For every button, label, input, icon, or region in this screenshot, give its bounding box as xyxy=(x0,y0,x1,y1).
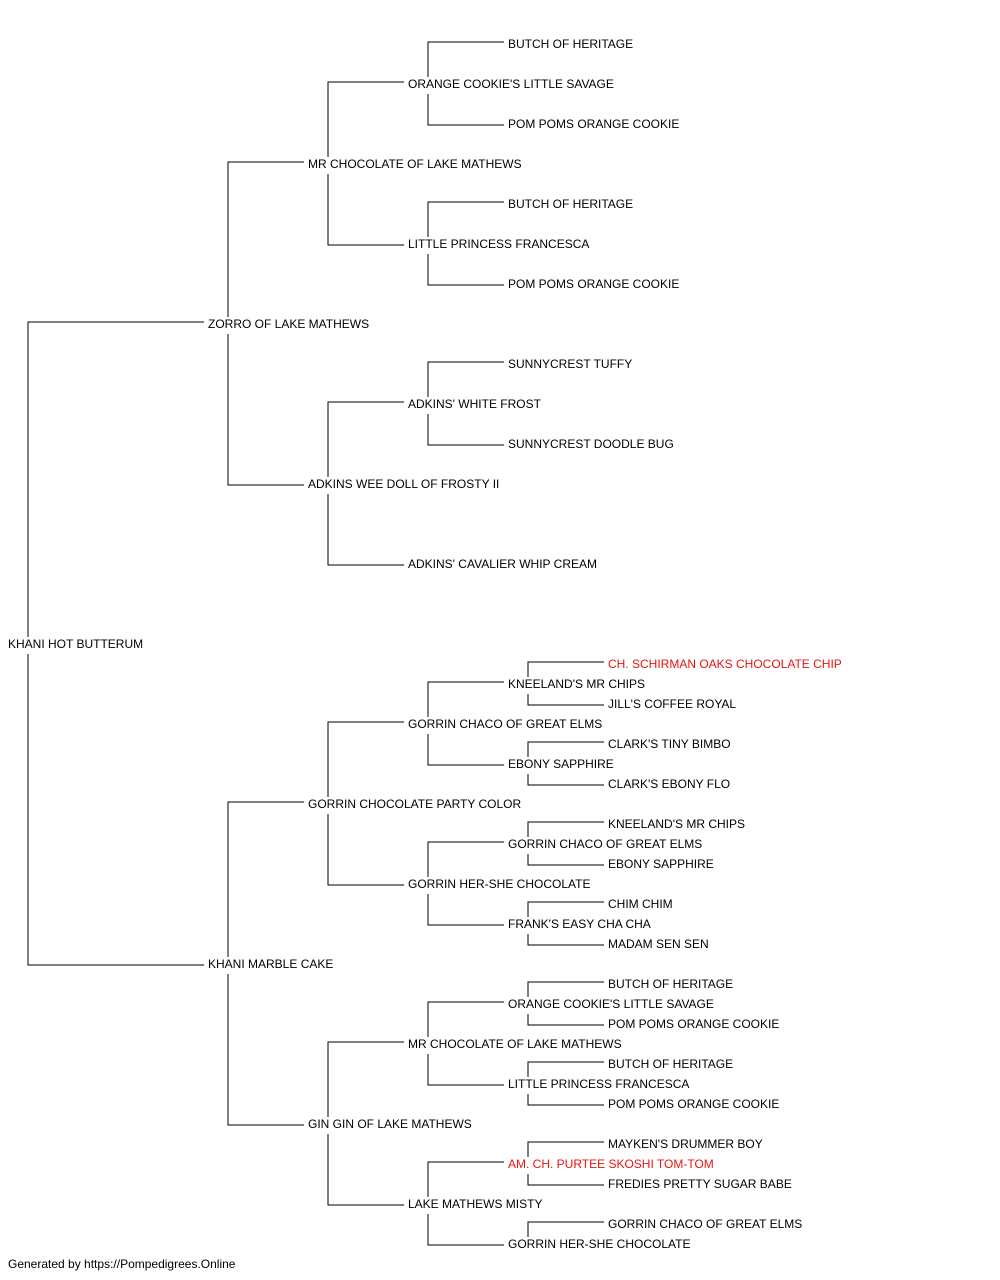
pedigree-name-dam-pom-poms-orange-cookie: POM POMS ORANGE COOKIE xyxy=(608,1017,779,1031)
pedigree-name-subject-khani-hot-butterum: KHANI HOT BUTTERUM xyxy=(8,637,143,651)
pedigree-tree: KHANI HOT BUTTERUM ZORRO OF LAKE MATHEWS M… xyxy=(8,37,842,1250)
dam-connector-line xyxy=(427,894,504,926)
sire-connector-line xyxy=(427,841,504,877)
sire-connector-line xyxy=(527,1141,604,1157)
pedigree-name-sire-orange-cookie-s-little-savage: ORANGE COOKIE'S LITTLE SAVAGE xyxy=(408,77,614,91)
sire-connector-line xyxy=(527,1061,604,1077)
pedigree-name-sire-mayken-s-drummer-boy: MAYKEN'S DRUMMER BOY xyxy=(608,1137,763,1151)
dam-connector-line xyxy=(527,694,604,706)
pedigree-name-dam-ebony-sapphire: EBONY SAPPHIRE xyxy=(608,857,714,871)
pedigree-name-dam-pom-poms-orange-cookie: POM POMS ORANGE COOKIE xyxy=(608,1097,779,1111)
pedigree-name-sire-gorrin-chaco-of-great-elms: GORRIN CHACO OF GREAT ELMS xyxy=(408,717,602,731)
dam-connector-line xyxy=(427,254,504,286)
pedigree-name-sire-gorrin-chocolate-party-color: GORRIN CHOCOLATE PARTY COLOR xyxy=(308,797,521,811)
dam-connector-line xyxy=(327,174,404,246)
dam-connector-line xyxy=(327,494,404,566)
pedigree-name-dam-gorrin-her-she-chocolate: GORRIN HER-SHE CHOCOLATE xyxy=(408,877,590,891)
dam-connector-line xyxy=(427,1054,504,1086)
sire-connector-line xyxy=(427,681,504,717)
pedigree-name-sire-zorro-of-lake-mathews: ZORRO OF LAKE MATHEWS xyxy=(208,317,369,331)
pedigree-name-dam-frank-s-easy-cha-cha: FRANK'S EASY CHA CHA xyxy=(508,917,651,931)
pedigree-name-dam-fredies-pretty-sugar-babe: FREDIES PRETTY SUGAR BABE xyxy=(608,1177,792,1191)
dam-connector-line xyxy=(427,414,504,446)
pedigree-name-sire-clark-s-tiny-bimbo: CLARK'S TINY BIMBO xyxy=(608,737,731,751)
pedigree-name-dam-jill-s-coffee-royal: JILL'S COFFEE ROYAL xyxy=(608,697,736,711)
sire-connector-line xyxy=(427,1161,504,1197)
sire-connector-line xyxy=(527,901,604,917)
pedigree-name-sire-adkins-white-frost: ADKINS' WHITE FROST xyxy=(408,397,542,411)
sire-connector-line xyxy=(427,201,504,237)
sire-connector-line xyxy=(327,1041,404,1117)
sire-connector-line xyxy=(227,161,304,317)
pedigree-name-sire-ch-schirman-oaks-chocolate-chip: CH. SCHIRMAN OAKS CHOCOLATE CHIP xyxy=(608,657,842,671)
pedigree-name-dam-sunnycrest-doodle-bug: SUNNYCREST DOODLE BUG xyxy=(508,437,674,451)
pedigree-name-dam-little-princess-francesca: LITTLE PRINCESS FRANCESCA xyxy=(408,237,589,251)
pedigree-name-sire-orange-cookie-s-little-savage: ORANGE COOKIE'S LITTLE SAVAGE xyxy=(508,997,714,1011)
pedigree-name-sire-am-ch-purtee-skoshi-tom-tom: AM. CH. PURTEE SKOSHI TOM-TOM xyxy=(508,1157,714,1171)
pedigree-name-sire-butch-of-heritage: BUTCH OF HERITAGE xyxy=(508,197,633,211)
pedigree-name-dam-gin-gin-of-lake-mathews: GIN GIN OF LAKE MATHEWS xyxy=(308,1117,472,1131)
dam-connector-line xyxy=(527,1094,604,1106)
dam-connector-line xyxy=(227,974,304,1126)
dam-connector-line xyxy=(227,334,304,486)
pedigree-name-sire-kneeland-s-mr-chips: KNEELAND'S MR CHIPS xyxy=(608,817,745,831)
sire-connector-line xyxy=(327,401,404,477)
pedigree-name-sire-butch-of-heritage: BUTCH OF HERITAGE xyxy=(608,977,733,991)
pedigree-name-dam-pom-poms-orange-cookie: POM POMS ORANGE COOKIE xyxy=(508,117,679,131)
sire-connector-line xyxy=(427,361,504,397)
sire-connector-line xyxy=(427,41,504,77)
pedigree-name-dam-pom-poms-orange-cookie: POM POMS ORANGE COOKIE xyxy=(508,277,679,291)
dam-connector-line xyxy=(527,1174,604,1186)
pedigree-name-sire-chim-chim: CHIM CHIM xyxy=(608,897,673,911)
sire-connector-line xyxy=(527,821,604,837)
pedigree-name-sire-butch-of-heritage: BUTCH OF HERITAGE xyxy=(508,37,633,51)
pedigree-name-sire-mr-chocolate-of-lake-mathews: MR CHOCOLATE OF LAKE MATHEWS xyxy=(408,1037,622,1051)
sire-connector-line xyxy=(527,981,604,997)
footer-credit: Generated by https://Pompedigrees.Online xyxy=(8,1257,236,1271)
dam-connector-line xyxy=(27,654,204,966)
pedigree-name-sire-gorrin-chaco-of-great-elms: GORRIN CHACO OF GREAT ELMS xyxy=(508,837,702,851)
pedigree-name-dam-khani-marble-cake: KHANI MARBLE CAKE xyxy=(208,957,333,971)
dam-connector-line xyxy=(527,774,604,786)
sire-connector-line xyxy=(327,81,404,157)
sire-connector-line xyxy=(327,721,404,797)
pedigree-name-dam-little-princess-francesca: LITTLE PRINCESS FRANCESCA xyxy=(508,1077,689,1091)
sire-connector-line xyxy=(27,321,204,637)
dam-connector-line xyxy=(327,1134,404,1206)
pedigree-name-sire-mr-chocolate-of-lake-mathews: MR CHOCOLATE OF LAKE MATHEWS xyxy=(308,157,522,171)
sire-connector-line xyxy=(227,801,304,957)
pedigree-name-dam-clark-s-ebony-flo: CLARK'S EBONY FLO xyxy=(608,777,730,791)
dam-connector-line xyxy=(527,934,604,946)
sire-connector-line xyxy=(427,1001,504,1037)
pedigree-name-dam-ebony-sapphire: EBONY SAPPHIRE xyxy=(508,757,614,771)
pedigree-name-sire-sunnycrest-tuffy: SUNNYCREST TUFFY xyxy=(508,357,632,371)
pedigree-name-dam-lake-mathews-misty: LAKE MATHEWS MISTY xyxy=(408,1197,542,1211)
pedigree-name-dam-gorrin-her-she-chocolate: GORRIN HER-SHE CHOCOLATE xyxy=(508,1237,690,1250)
pedigree-name-sire-kneeland-s-mr-chips: KNEELAND'S MR CHIPS xyxy=(508,677,645,691)
sire-connector-line xyxy=(527,1221,604,1237)
dam-connector-line xyxy=(527,854,604,866)
pedigree-name-sire-butch-of-heritage: BUTCH OF HERITAGE xyxy=(608,1057,733,1071)
pedigree-name-dam-adkins-wee-doll-of-frosty-ii: ADKINS WEE DOLL OF FROSTY II xyxy=(308,477,499,491)
dam-connector-line xyxy=(427,734,504,766)
sire-connector-line xyxy=(527,741,604,757)
pedigree-name-dam-madam-sen-sen: MADAM SEN SEN xyxy=(608,937,709,951)
dam-connector-line xyxy=(427,1214,504,1246)
pedigree-name-sire-gorrin-chaco-of-great-elms: GORRIN CHACO OF GREAT ELMS xyxy=(608,1217,802,1231)
dam-connector-line xyxy=(327,814,404,886)
sire-connector-line xyxy=(527,661,604,677)
dam-connector-line xyxy=(527,1014,604,1026)
dam-connector-line xyxy=(427,94,504,126)
pedigree-name-dam-adkins-cavalier-whip-cream: ADKINS' CAVALIER WHIP CREAM xyxy=(408,557,597,571)
